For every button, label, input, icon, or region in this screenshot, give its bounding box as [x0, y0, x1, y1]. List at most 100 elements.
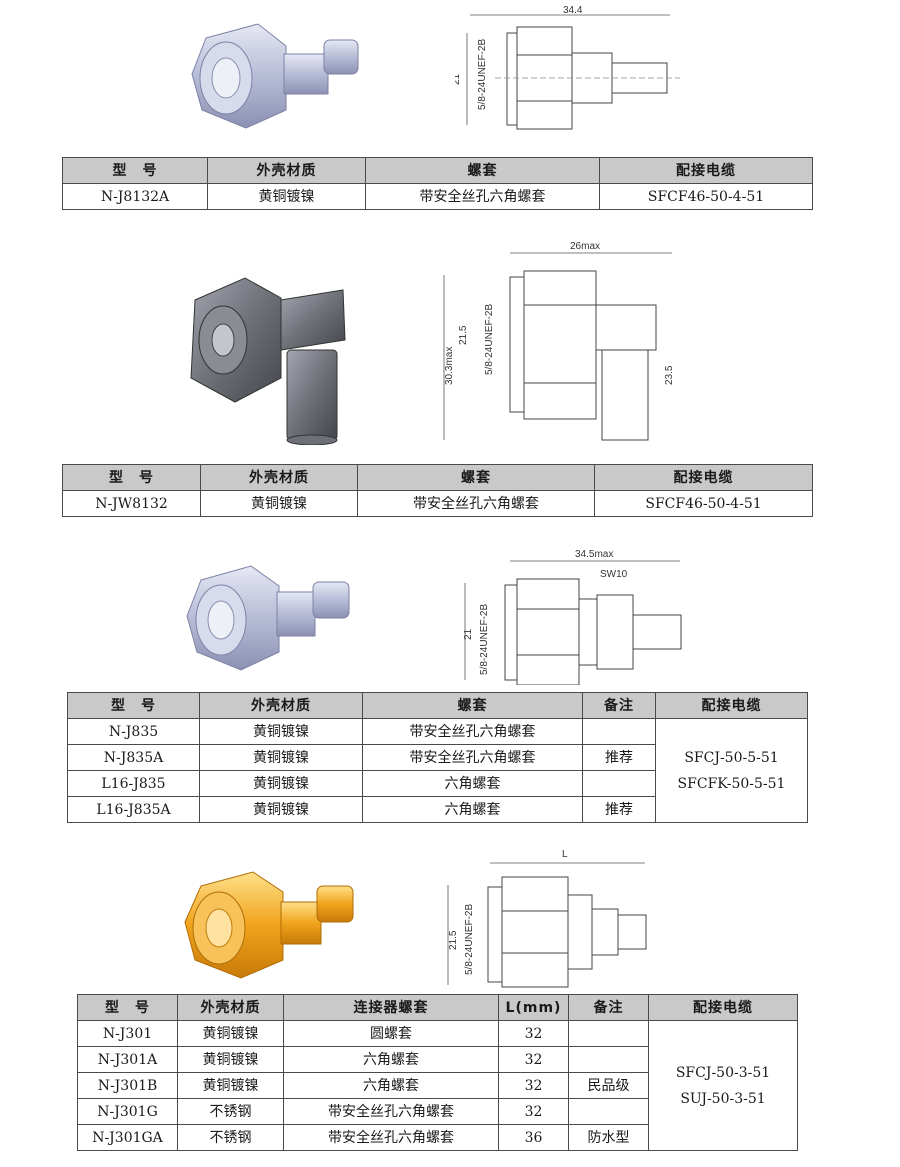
technical-drawing-2: 26max 30.3max 21.5 5/8-24UNEF-2B 23.5	[443, 241, 675, 441]
connector-photo-2	[190, 277, 346, 445]
table-row: N-J301B 黄铜镀镍 六角螺套 32 民品级	[77, 1072, 798, 1099]
cell-material: 黄铜镀镍	[200, 490, 358, 517]
svg-text:5/8-24UNEF-2B: 5/8-24UNEF-2B	[479, 604, 490, 675]
cell-length: 32	[498, 1046, 569, 1073]
cell-remark: 推荐	[582, 744, 656, 771]
svg-text:34.5max: 34.5max	[575, 549, 613, 560]
cell-length: 32	[498, 1072, 569, 1099]
cell-remark: 防水型	[568, 1124, 649, 1151]
spec-table-1: 型 号 外壳材质 螺套 配接电缆 N-J8132A 黄铜镀镍 带安全丝孔六角螺套…	[62, 157, 813, 210]
cable-2: SUJ-50-3-51	[680, 1090, 766, 1107]
cell-cable: SFCJ-50-3-51 SUJ-50-3-51	[648, 1020, 798, 1151]
svg-text:21: 21	[463, 628, 474, 640]
cell-nut: 带安全丝孔六角螺套	[362, 718, 583, 745]
cell-material: 黄铜镀镍	[177, 1020, 284, 1047]
table-row: N-JW8132 黄铜镀镍 带安全丝孔六角螺套 SFCF46-50-4-51	[62, 490, 813, 517]
header-cable: 配接电缆	[594, 464, 813, 491]
connector-photo-4	[184, 871, 354, 979]
header-cable: 配接电缆	[655, 692, 808, 719]
svg-text:23.5: 23.5	[664, 365, 675, 385]
cell-nut: 圆螺套	[283, 1020, 499, 1047]
header-model: 型 号	[67, 692, 200, 719]
cell-material: 黄铜镀镍	[199, 718, 363, 745]
cell-remark: 民品级	[568, 1072, 649, 1099]
cell-material: 黄铜镀镍	[207, 183, 366, 210]
table-row: N-J835 黄铜镀镍 带安全丝孔六角螺套 SFCJ-50-5-51 SFCFK…	[67, 718, 808, 823]
cell-material: 黄铜镀镍	[199, 796, 363, 823]
cell-nut: 六角螺套	[362, 796, 583, 823]
connector-photo-3	[186, 565, 350, 671]
technical-drawing-1: 34.4 21 5/8-24UNEF-2B	[455, 5, 680, 130]
technical-drawing-4: L 21.5 5/8-24UNEF-2B	[447, 849, 647, 988]
cell-length: 32	[498, 1098, 569, 1125]
cell-model: L16-J835	[67, 770, 200, 797]
cable-1: SFCJ-50-5-51	[684, 749, 779, 766]
cell-remark	[568, 1020, 649, 1047]
cell-model: L16-J835A	[67, 796, 200, 823]
table-row: N-J8132A 黄铜镀镍 带安全丝孔六角螺套 SFCF46-50-4-51	[62, 183, 813, 210]
svg-text:21.5: 21.5	[458, 325, 469, 345]
header-length: L(mm)	[498, 994, 569, 1021]
svg-text:30.3max: 30.3max	[444, 347, 455, 385]
svg-text:21: 21	[455, 73, 462, 85]
spec-table-4: 型 号 外壳材质 连接器螺套 L(mm) 备注 配接电缆 N-J301 黄铜镀镍…	[77, 994, 798, 1151]
header-model: 型 号	[77, 994, 178, 1021]
spec-table-3: 型 号 外壳材质 螺套 备注 配接电缆 N-J835 黄铜镀镍 带安全丝孔六角螺…	[67, 692, 808, 823]
cell-nut: 带安全丝孔六角螺套	[365, 183, 600, 210]
table-row: L16-J835 黄铜镀镍 六角螺套	[67, 770, 808, 797]
header-material: 外壳材质	[200, 464, 358, 491]
header-cable: 配接电缆	[648, 994, 798, 1021]
cell-cable: SFCF46-50-4-51	[599, 183, 813, 210]
cell-nut: 六角螺套	[362, 770, 583, 797]
cell-model: N-J835A	[67, 744, 200, 771]
cell-model: N-J301B	[77, 1072, 178, 1099]
cell-material: 黄铜镀镍	[199, 770, 363, 797]
cell-nut: 带安全丝孔六角螺套	[357, 490, 595, 517]
cable-2: SFCFK-50-5-51	[677, 775, 786, 792]
svg-text:SW10: SW10	[600, 569, 628, 580]
cell-cable: SFCF46-50-4-51	[594, 490, 813, 517]
svg-text:L: L	[562, 849, 568, 860]
cell-remark	[582, 718, 656, 745]
connector-photo-1	[191, 23, 359, 129]
cell-model: N-J301A	[77, 1046, 178, 1073]
header-nut: 螺套	[362, 692, 583, 719]
product-section-1: 34.4 21 5/8-24UNEF-2B 型 号 外壳材质 螺套 配接电缆 N…	[0, 0, 900, 215]
cell-material: 黄铜镀镍	[199, 744, 363, 771]
cell-model: N-J301	[77, 1020, 178, 1047]
svg-text:26max: 26max	[570, 241, 600, 252]
spec-table-2: 型 号 外壳材质 螺套 配接电缆 N-JW8132 黄铜镀镍 带安全丝孔六角螺套…	[62, 464, 813, 517]
table-row: L16-J835A 黄铜镀镍 六角螺套 推荐	[67, 796, 808, 823]
cell-material: 黄铜镀镍	[177, 1046, 284, 1073]
cell-nut: 带安全丝孔六角螺套	[283, 1098, 499, 1125]
cell-model: N-J835	[67, 718, 200, 745]
header-nut: 连接器螺套	[283, 994, 499, 1021]
cell-nut: 六角螺套	[283, 1072, 499, 1099]
cell-material: 黄铜镀镍	[177, 1072, 284, 1099]
cell-nut: 带安全丝孔六角螺套	[362, 744, 583, 771]
header-model: 型 号	[62, 157, 208, 184]
cell-nut: 带安全丝孔六角螺套	[283, 1124, 499, 1151]
svg-text:21.5: 21.5	[448, 930, 459, 950]
cell-remark	[568, 1046, 649, 1073]
table-row: N-J301A 黄铜镀镍 六角螺套 32	[77, 1046, 798, 1073]
technical-drawing-3: 34.5max SW10 21 5/8-24UNEF-2B	[463, 549, 682, 685]
cell-material: 不锈钢	[177, 1124, 284, 1151]
header-nut: 螺套	[357, 464, 595, 491]
cell-length: 32	[498, 1020, 569, 1047]
header-cable: 配接电缆	[599, 157, 813, 184]
header-material: 外壳材质	[177, 994, 284, 1021]
cell-nut: 六角螺套	[283, 1046, 499, 1073]
header-remark: 备注	[582, 692, 656, 719]
cell-material: 不锈钢	[177, 1098, 284, 1125]
cell-model: N-J8132A	[62, 183, 208, 210]
cell-cable: SFCJ-50-5-51 SFCFK-50-5-51	[655, 718, 808, 823]
svg-text:5/8-24UNEF-2B: 5/8-24UNEF-2B	[464, 904, 475, 975]
svg-text:5/8-24UNEF-2B: 5/8-24UNEF-2B	[477, 39, 488, 110]
cell-model: N-J301G	[77, 1098, 178, 1125]
header-material: 外壳材质	[207, 157, 366, 184]
header-model: 型 号	[62, 464, 201, 491]
product-section-3: 34.5max SW10 21 5/8-24UNEF-2B 型 号 外壳材质 螺…	[0, 540, 900, 830]
product-section-2: 26max 30.3max 21.5 5/8-24UNEF-2B 23.5 型 …	[0, 230, 900, 525]
product-section-4: L 21.5 5/8-24UNEF-2B 型 号 外壳材质 连接器螺套 L(mm…	[0, 840, 900, 1167]
